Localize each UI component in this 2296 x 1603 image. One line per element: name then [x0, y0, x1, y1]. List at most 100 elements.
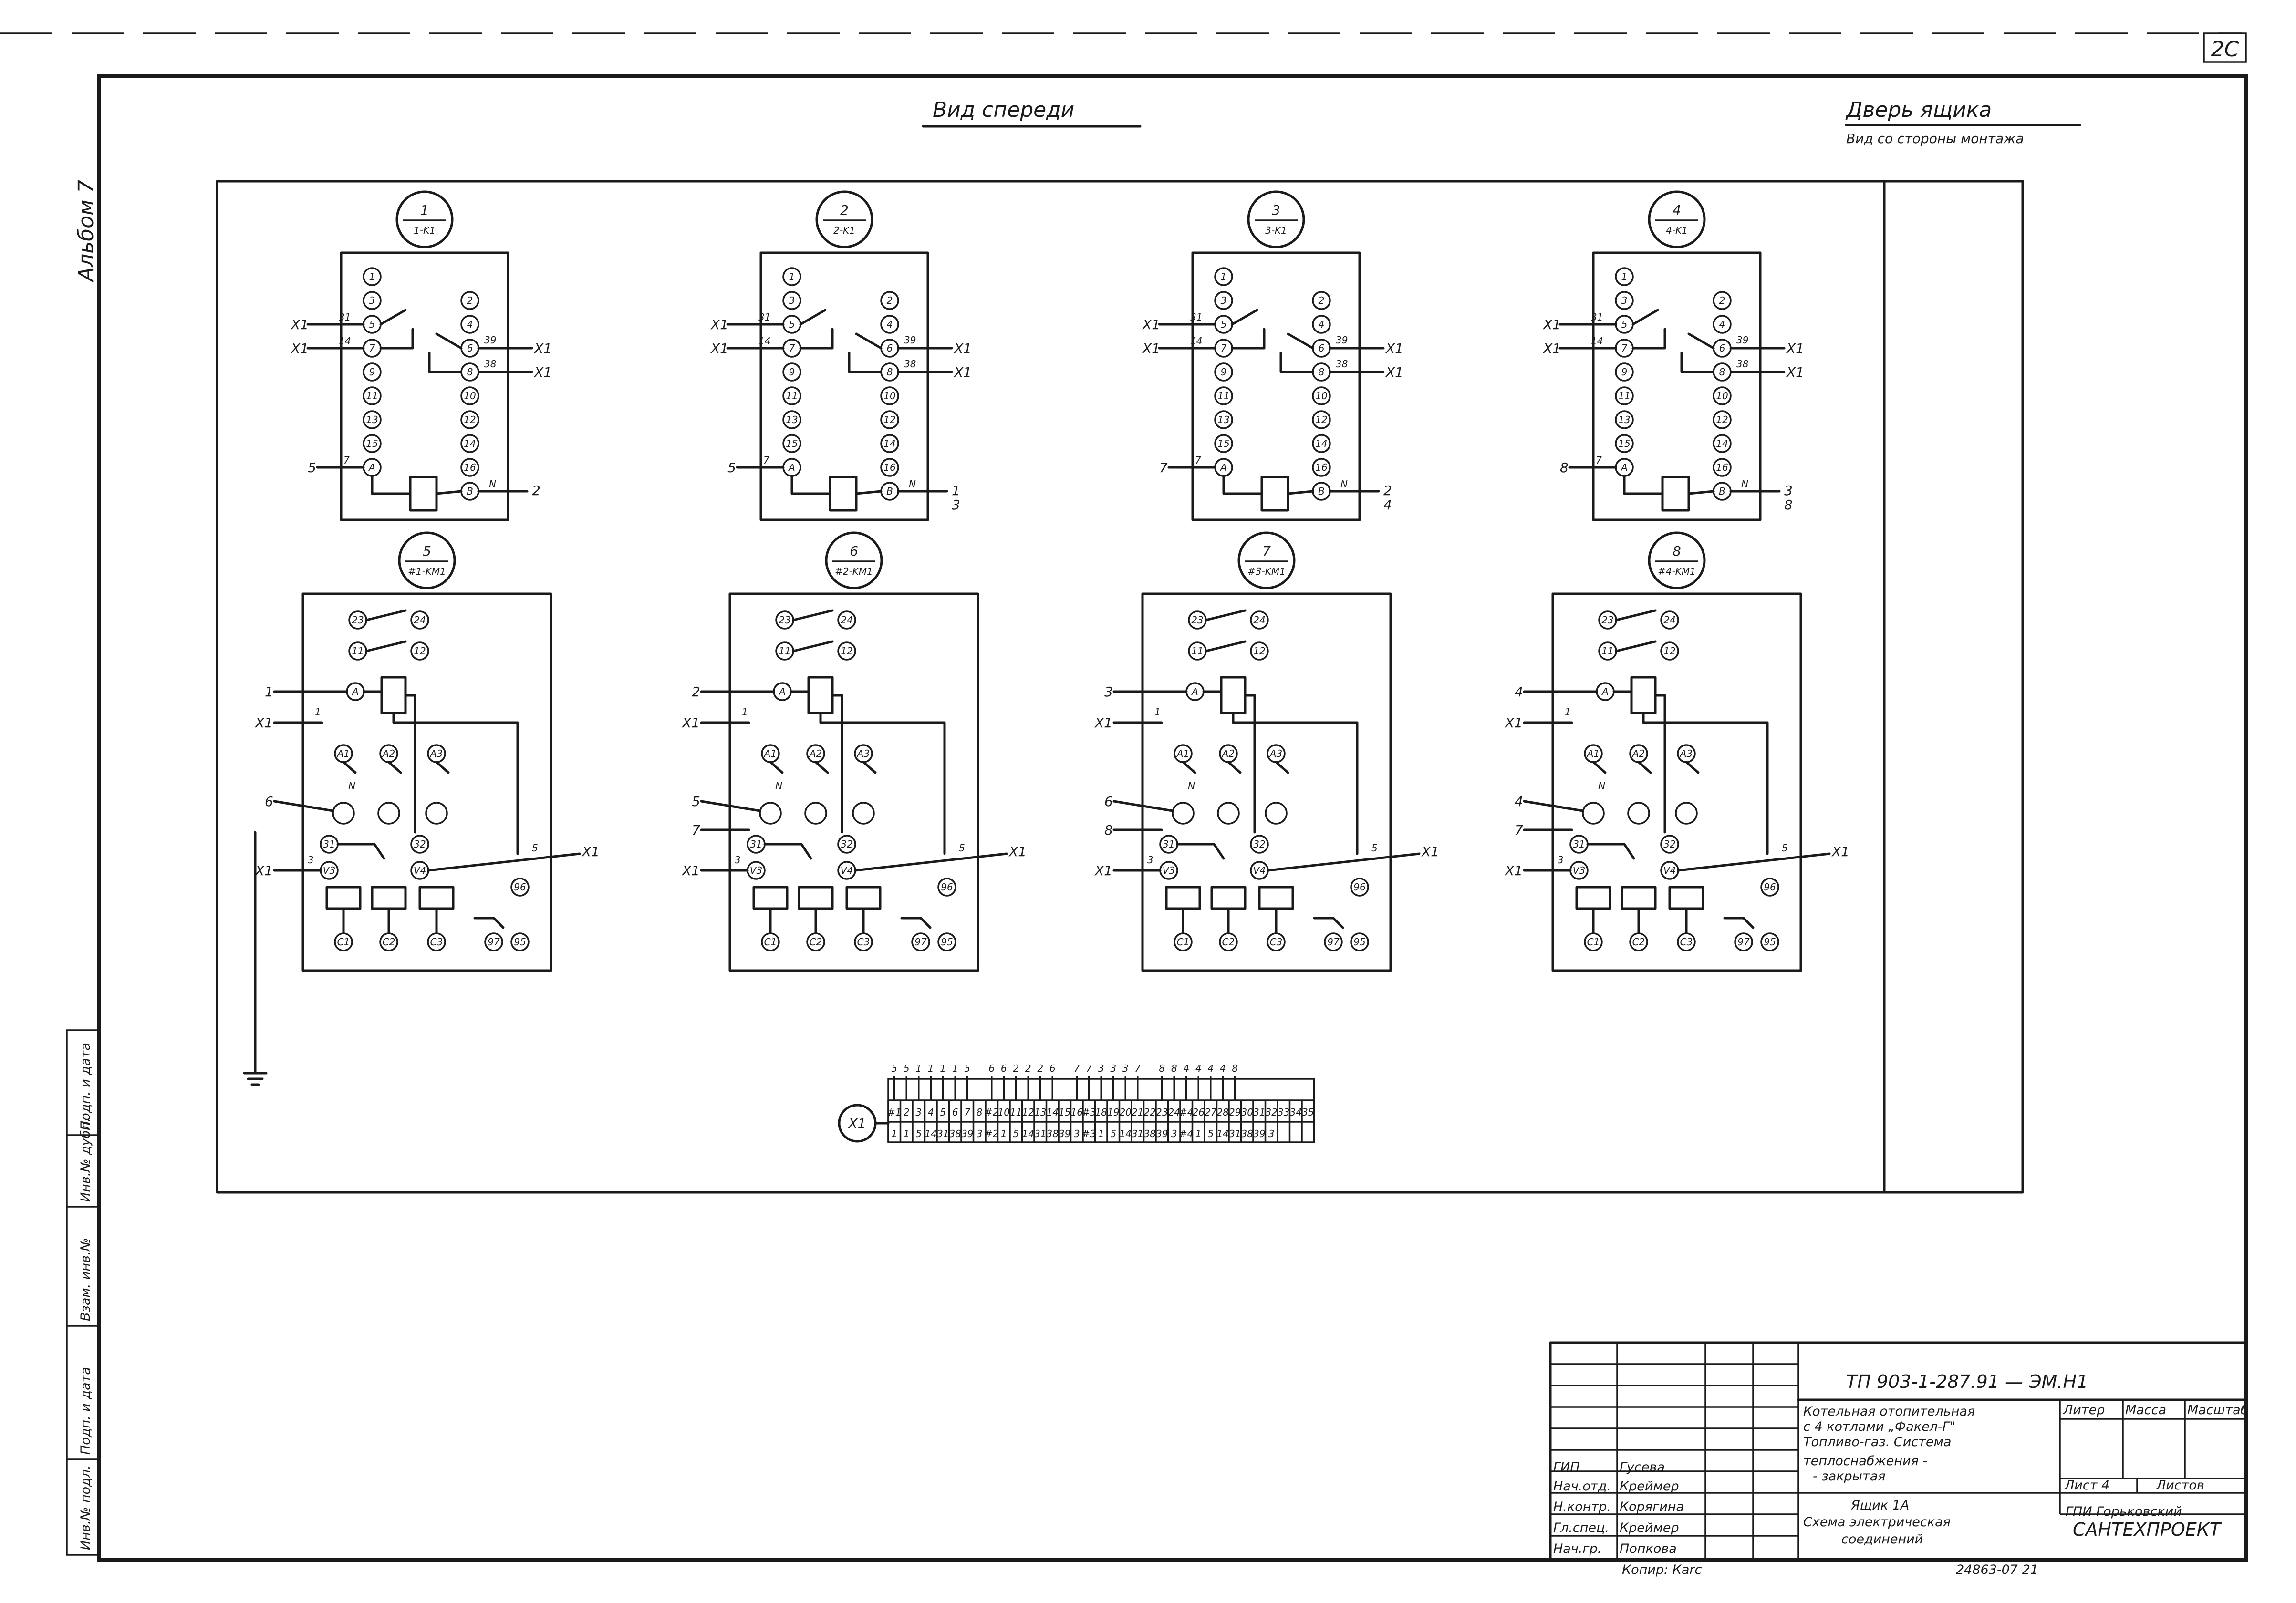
thermal-contact — [1723, 917, 1755, 929]
terminal-pin — [460, 315, 479, 334]
pin-label: 6 — [1319, 342, 1325, 354]
pin-label: 31 — [323, 838, 335, 850]
pin-label: 1 — [1621, 271, 1628, 282]
thermal-contact — [473, 917, 505, 929]
aux-contact — [792, 640, 834, 652]
aux-contact — [365, 609, 407, 621]
pin-label: C1 — [764, 936, 777, 948]
terminal-top-wire: 1 — [915, 1063, 922, 1074]
thermal-contact — [1313, 917, 1344, 929]
terminal-pin — [460, 410, 479, 429]
wire-5: 5 — [1371, 842, 1378, 854]
pin-label: 9 — [1621, 366, 1628, 378]
pin-label: 95 — [1764, 936, 1776, 948]
wire-n-target: 3 — [1784, 483, 1793, 498]
terminal-number: 19 — [1107, 1107, 1119, 1118]
relay-coil — [1260, 476, 1289, 512]
signer-role-4: Гл.спец. — [1553, 1520, 1609, 1535]
thermal-element — [1575, 886, 1611, 910]
x1-label: X1 — [1831, 844, 1849, 859]
pin-label: 32 — [1663, 838, 1675, 850]
terminal-pin — [880, 315, 899, 334]
thermal-element — [1668, 886, 1704, 910]
aux-link — [1586, 843, 1635, 860]
terminal-number: #1 — [887, 1107, 901, 1118]
pin-label: 24 — [414, 614, 426, 626]
pin-label: 14 — [1716, 438, 1728, 449]
pin-label: 11 — [1618, 390, 1630, 402]
terminal-number: 13 — [1034, 1107, 1046, 1118]
wire-14: 14 — [1591, 335, 1603, 347]
main-terminal — [425, 802, 448, 825]
starter-designation: #1-KM1 — [408, 566, 446, 577]
pin-label: 7 — [1621, 342, 1628, 354]
side-stamp-3: Взам. инв.№ — [78, 1238, 93, 1321]
terminal-pin — [782, 386, 801, 405]
relay-designation: 1-K1 — [414, 225, 436, 236]
x1-label: X1 — [1094, 863, 1112, 879]
terminal-pin — [363, 386, 382, 405]
aux-contact — [365, 640, 407, 652]
terminal-top-wire: 5 — [891, 1063, 897, 1074]
wire-a1: 5 — [308, 460, 316, 476]
x1-label: X1 — [953, 341, 972, 356]
starter-coil — [807, 676, 834, 714]
pin-label: 12 — [414, 645, 426, 657]
x1-label: X1 — [681, 863, 700, 879]
pin-label: 96 — [514, 881, 526, 893]
terminal-pin — [1312, 386, 1331, 405]
main-contact — [1275, 761, 1289, 774]
starter-designation: #3-KM1 — [1247, 566, 1286, 577]
terminal-pin — [460, 458, 479, 477]
pin-label: A2 — [1221, 748, 1235, 759]
terminal-pin — [837, 835, 856, 854]
pin-label: 15 — [366, 438, 378, 449]
pin-label: A — [1191, 686, 1198, 697]
terminal-pin — [410, 641, 429, 661]
terminal-wire: 39 — [1253, 1128, 1265, 1139]
terminal-pin — [937, 932, 956, 951]
wire-n: N — [909, 478, 916, 490]
pin-label: 2 — [1719, 295, 1725, 306]
pin-label: C2 — [383, 936, 395, 948]
starter-body — [301, 592, 552, 972]
aux-contact — [1205, 640, 1247, 652]
pin-label: 13 — [786, 414, 798, 425]
aux-contact — [792, 609, 834, 621]
terminal-pin — [1615, 291, 1634, 310]
pin-label: C1 — [337, 936, 350, 948]
thermal-element — [371, 886, 407, 910]
terminal-top-wire: 4 — [1183, 1063, 1189, 1074]
terminal-top-wire: 6 — [988, 1063, 995, 1074]
terminal-wire: #2 — [985, 1128, 998, 1139]
terminal-top-wire: 6 — [1049, 1063, 1056, 1074]
pin-label: C3 — [430, 936, 443, 948]
wire-1: 1 — [315, 706, 321, 718]
description-line-4: теплоснабжения - — [1803, 1454, 1927, 1469]
pin-label: 13 — [1618, 414, 1630, 425]
pin-label: 13 — [366, 414, 378, 425]
relay-designation: 4-K1 — [1666, 225, 1688, 236]
thermal-element — [1210, 886, 1247, 910]
terminal-pin — [410, 610, 429, 630]
pin-label: A1 — [336, 748, 350, 759]
starter-number: 6 — [850, 543, 858, 559]
terminal-pin — [761, 932, 780, 951]
terminal-wire: 31 — [1132, 1128, 1143, 1139]
terminal-number: 8 — [977, 1107, 983, 1118]
pin-label: 16 — [883, 462, 895, 473]
wire-31: 31 — [758, 311, 770, 323]
terminal-pin — [1677, 932, 1696, 951]
pin-label: 4 — [467, 319, 473, 330]
terminal-pin — [1660, 835, 1679, 854]
terminal-number: 29 — [1229, 1107, 1241, 1118]
terminal-number: #4 — [1179, 1107, 1193, 1118]
pin-label: C3 — [857, 936, 870, 948]
pin-label: 11 — [1217, 390, 1229, 402]
terminal-number: 35 — [1302, 1107, 1314, 1118]
starter-number: 7 — [1262, 543, 1271, 559]
terminal-pin — [363, 362, 382, 382]
wire-n: 6 — [265, 794, 273, 809]
thermal-element — [325, 886, 362, 910]
pin-label: V3 — [1573, 865, 1585, 876]
